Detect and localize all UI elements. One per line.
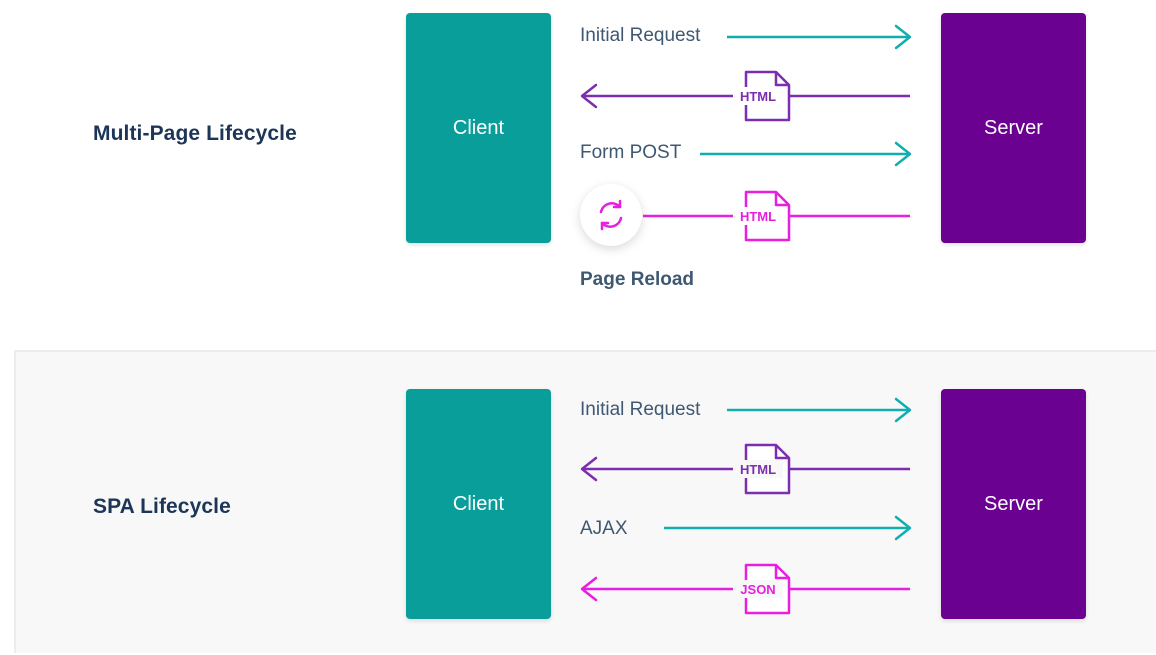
server-box: Server: [941, 389, 1086, 619]
client-box: Client: [406, 13, 551, 243]
mpa-arrows: HTML HTML: [580, 24, 912, 242]
multi-page-lifecycle-title: Multi-Page Lifecycle: [93, 122, 297, 145]
html-document-icon: HTML: [733, 443, 791, 495]
spa-lifecycle-panel: SPA Lifecycle Client Server Initial Requ…: [14, 350, 1156, 653]
form-post-arrow: [700, 141, 912, 167]
client-label: Client: [452, 492, 505, 515]
html-reload-doc-text: HTML: [740, 209, 776, 224]
html-reload-document-icon: HTML: [733, 190, 791, 242]
initial-request-arrow: [727, 397, 912, 423]
form-post-label: Form POST: [580, 142, 682, 163]
server-label: Server: [984, 116, 1043, 139]
client-box: Client: [406, 389, 551, 619]
json-doc-text: JSON: [740, 582, 775, 597]
multi-page-lifecycle-panel: Multi-Page Lifecycle Client Server Initi…: [93, 13, 1086, 290]
initial-request-arrow: [727, 24, 912, 50]
html-document-icon: HTML: [733, 70, 791, 122]
page-reload-badge: [580, 184, 642, 246]
initial-request-label: Initial Request: [580, 25, 701, 46]
server-label: Server: [984, 492, 1043, 515]
spa-arrows: HTML JSON: [580, 397, 912, 615]
initial-request-label: Initial Request: [580, 399, 701, 420]
json-document-icon: JSON: [733, 563, 791, 615]
refresh-icon: [599, 199, 623, 231]
ajax-label: AJAX: [580, 518, 628, 539]
ajax-arrow: [664, 515, 912, 541]
spa-lifecycle-title: SPA Lifecycle: [93, 495, 231, 518]
html-doc-text: HTML: [740, 462, 776, 477]
server-box: Server: [941, 13, 1086, 243]
page-reload-label: Page Reload: [580, 269, 695, 290]
client-label: Client: [452, 116, 505, 139]
html-doc-text: HTML: [740, 89, 776, 104]
